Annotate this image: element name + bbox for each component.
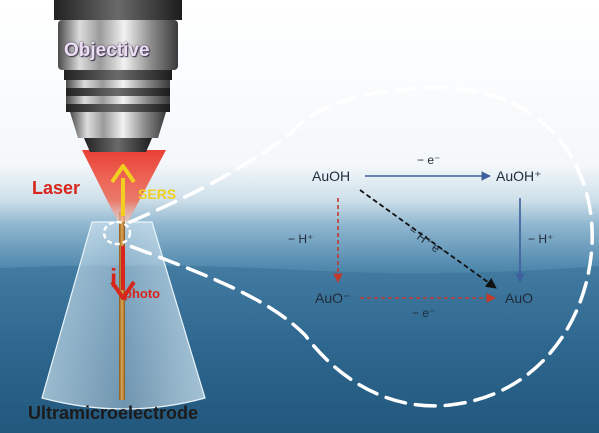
sers-arrowhead [110, 164, 136, 184]
species-auo: AuO [505, 290, 534, 306]
step-right-label: − H⁺ [528, 232, 554, 246]
species-auoh: AuOH [312, 168, 351, 184]
species-auo-minus: AuO⁻ [315, 290, 351, 306]
photocurrent-arrowhead [110, 280, 136, 300]
electrode-label: Ultramicroelectrode [28, 403, 199, 423]
objective-label: Objective [64, 40, 150, 61]
laser-label: Laser [32, 178, 81, 198]
arrow-diagonal [359, 189, 497, 289]
zoom-bubble [128, 86, 594, 408]
species-auoh-plus: AuOH⁺ [496, 168, 542, 184]
step-top-label: − e⁻ [417, 153, 441, 167]
step-left-label: − H⁺ [288, 232, 314, 246]
sers-label: SERS [138, 186, 177, 202]
zoom-spot [102, 220, 132, 246]
photocurrent-subscript: photo [124, 286, 161, 301]
step-bottom-label: − e⁻ [412, 306, 436, 320]
objective-lens [54, 0, 182, 152]
photocurrent-label: i [110, 263, 118, 293]
electrode-wire [119, 212, 125, 400]
